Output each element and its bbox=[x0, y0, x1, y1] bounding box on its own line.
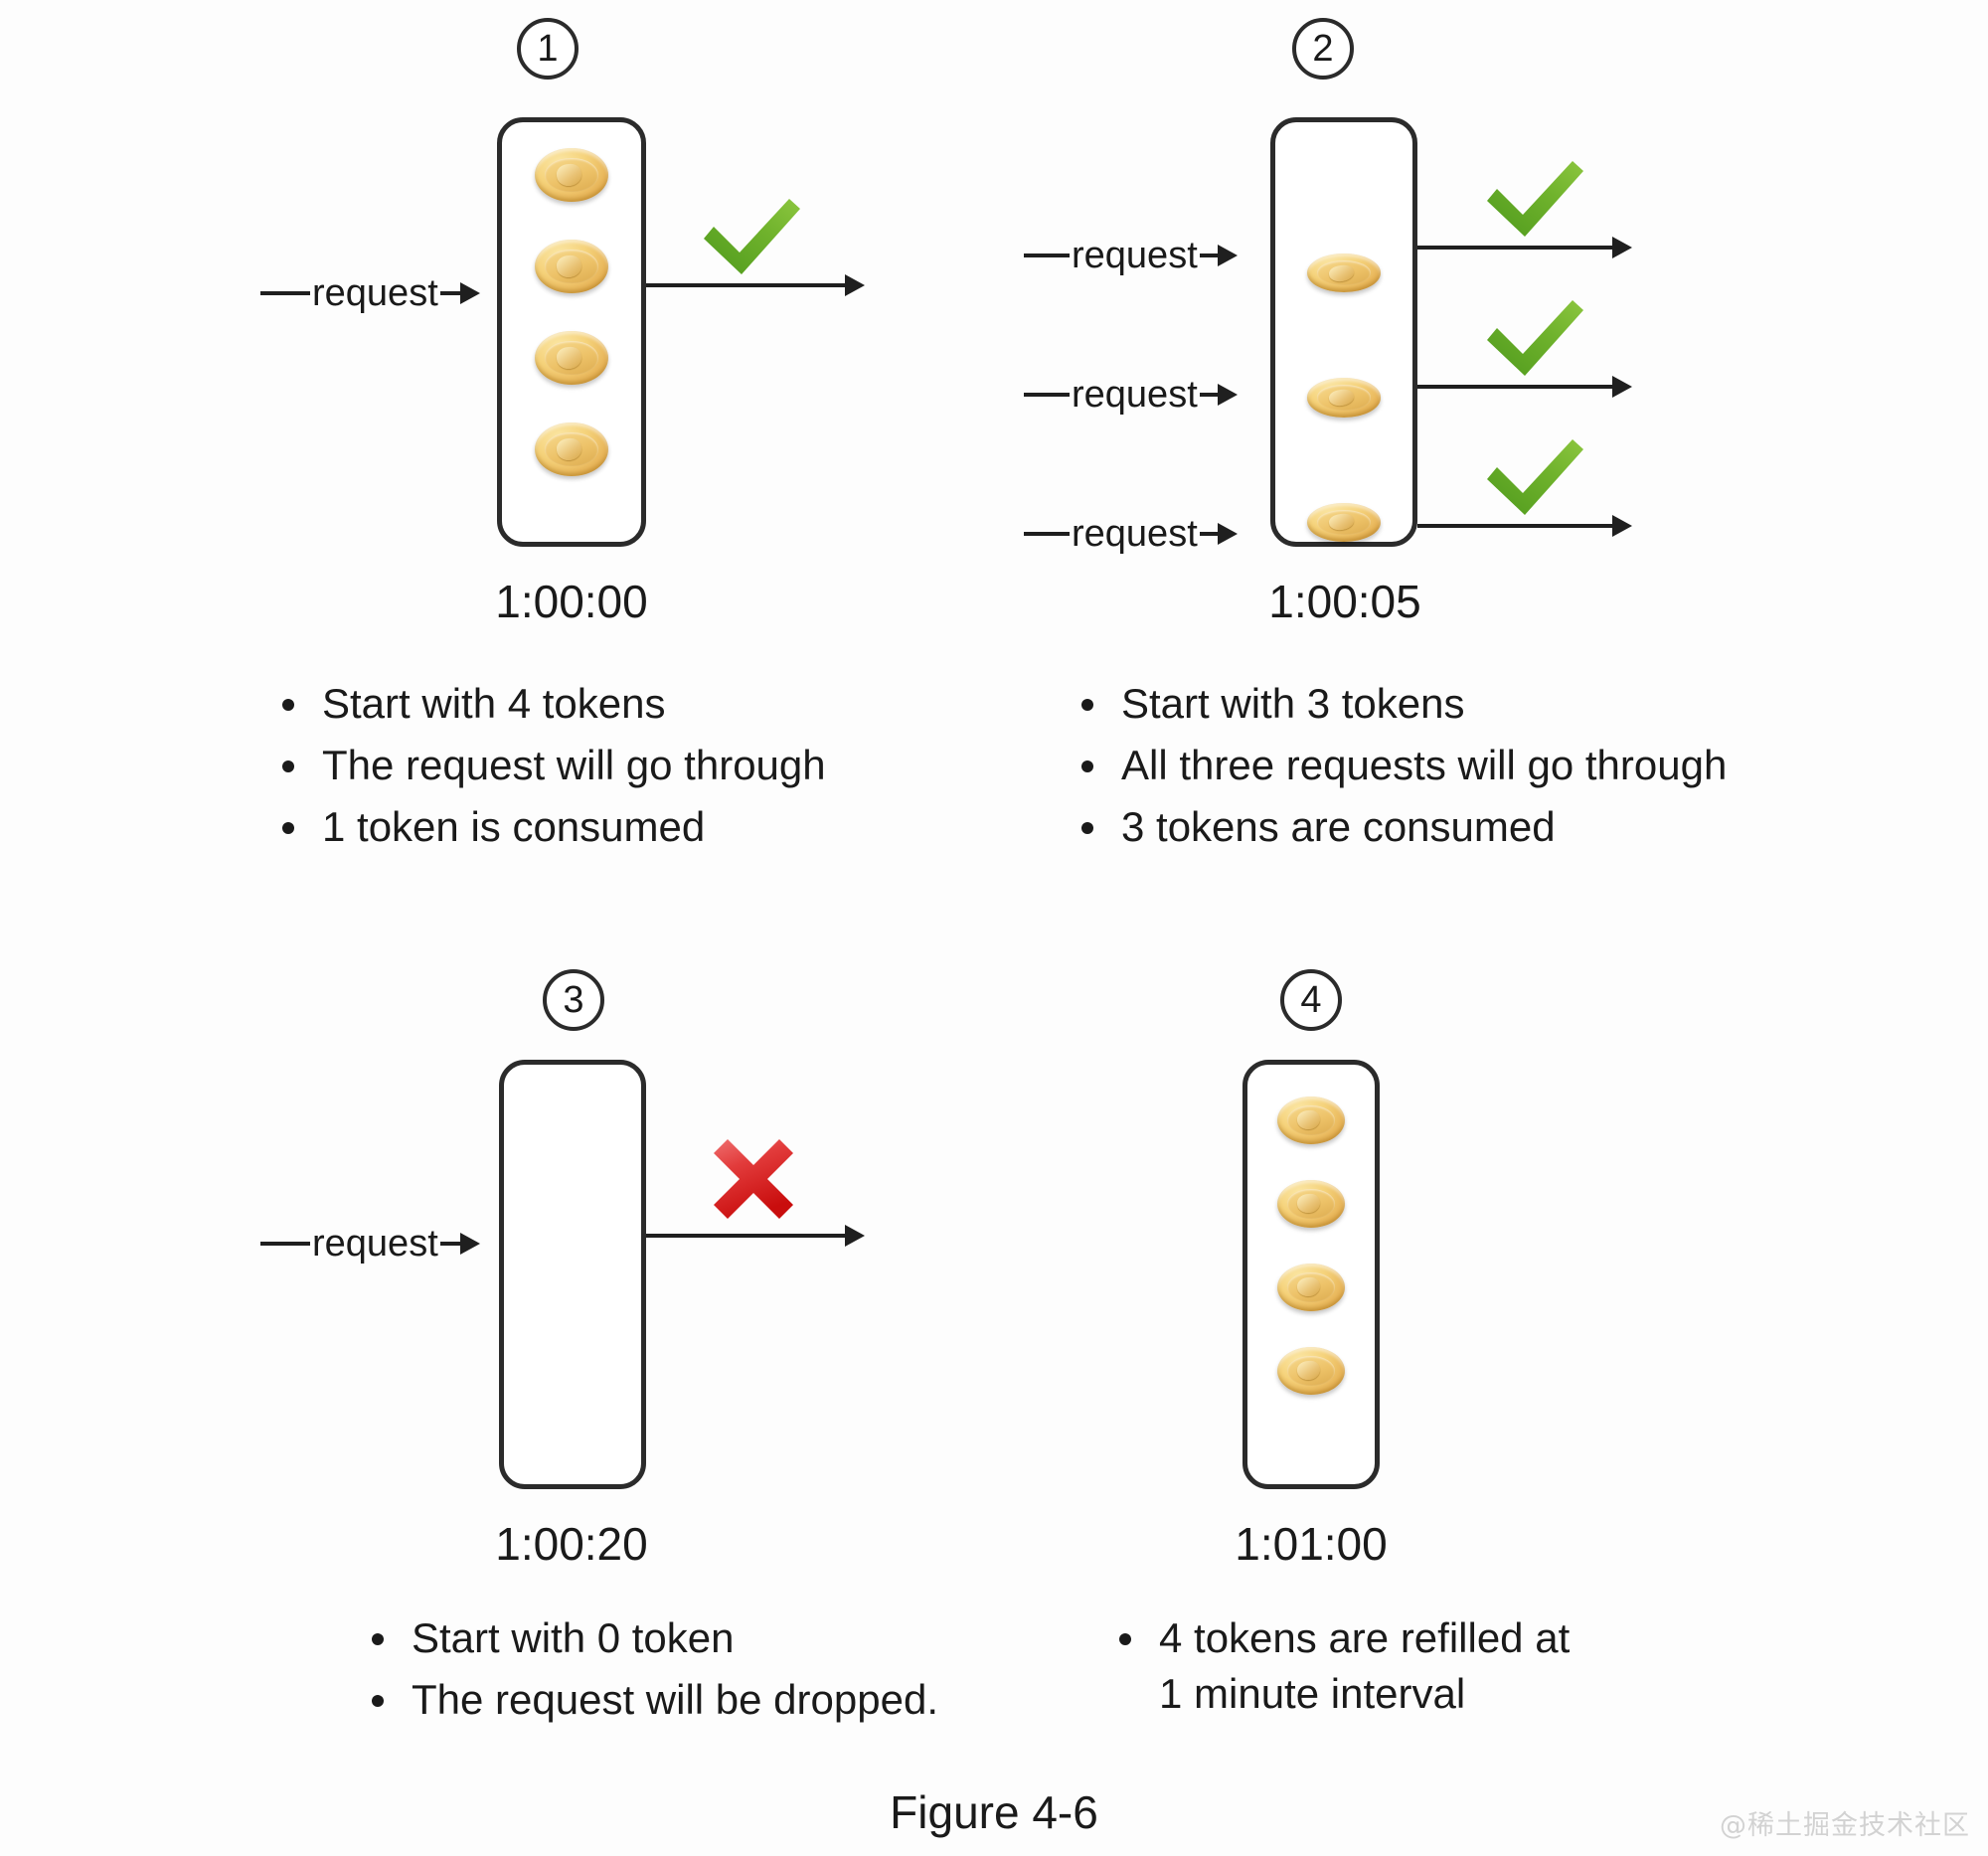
panel-2-check-1 bbox=[1481, 157, 1588, 241]
step-badge-number: 4 bbox=[1280, 969, 1342, 1031]
panel-3-bullets: Start with 0 token The request will be d… bbox=[366, 1610, 1081, 1734]
token-coin bbox=[535, 240, 608, 293]
token-coin bbox=[535, 148, 608, 202]
panel-1-bullets: Start with 4 tokens The request will go … bbox=[276, 676, 992, 861]
panel-2-step-badge: 2 bbox=[1292, 18, 1354, 80]
request-line bbox=[1024, 253, 1070, 257]
request-line bbox=[260, 291, 310, 295]
panel-3-step-badge: 3 bbox=[543, 969, 604, 1031]
arrow-head-icon bbox=[1217, 523, 1238, 545]
panel-1-step-badge: 1 bbox=[517, 18, 579, 80]
output-line bbox=[646, 1234, 845, 1238]
check-icon bbox=[1487, 300, 1583, 376]
panel-2-token-bucket bbox=[1270, 117, 1417, 547]
list-item: Start with 3 tokens bbox=[1076, 676, 1891, 732]
check-icon bbox=[1487, 161, 1583, 237]
panel-1-timestamp: 1:00:00 bbox=[495, 576, 648, 627]
arrow-head-icon bbox=[845, 274, 865, 296]
list-item: Start with 4 tokens bbox=[276, 676, 992, 732]
step-badge-number: 1 bbox=[517, 18, 579, 80]
panel-2-bullets: Start with 3 tokens All three requests w… bbox=[1076, 676, 1891, 861]
panel-4-timestamp: 1:01:00 bbox=[1235, 1518, 1388, 1570]
figure-caption: Figure 4-6 bbox=[890, 1786, 1098, 1838]
panel-2-output-2 bbox=[1417, 376, 1632, 398]
panel-1-request-1: request bbox=[260, 274, 499, 312]
token-coin bbox=[1307, 253, 1381, 293]
panel-2-timestamp: 1:00:05 bbox=[1268, 576, 1421, 627]
output-line bbox=[1417, 246, 1612, 250]
request-line bbox=[260, 1242, 310, 1246]
panel-2-check-3 bbox=[1481, 435, 1588, 519]
request-label: request bbox=[1072, 374, 1198, 416]
step-badge-number: 3 bbox=[543, 969, 604, 1031]
check-icon bbox=[704, 199, 800, 274]
arrow-head-icon bbox=[845, 1225, 865, 1247]
request-label: request bbox=[1072, 513, 1198, 555]
panel-2-check-2 bbox=[1481, 296, 1588, 380]
arrow-head-icon bbox=[1217, 384, 1238, 406]
panel-2-output-1 bbox=[1417, 237, 1632, 258]
request-line-tail bbox=[439, 291, 460, 295]
panel-3-timestamp: 1:00:20 bbox=[495, 1518, 648, 1570]
arrow-head-icon bbox=[1217, 245, 1238, 266]
output-line bbox=[1417, 524, 1612, 528]
cross-icon bbox=[714, 1139, 793, 1219]
panel-2-request-3: request bbox=[1024, 515, 1272, 553]
request-line-tail bbox=[1199, 393, 1218, 397]
request-line bbox=[1024, 532, 1070, 536]
panel-1-output-1 bbox=[646, 274, 865, 296]
token-coin bbox=[1277, 1097, 1345, 1144]
token-coin bbox=[1277, 1264, 1345, 1311]
panel-1-token-bucket bbox=[497, 117, 646, 547]
token-coin bbox=[1277, 1180, 1345, 1228]
panel-3-cross-1 bbox=[708, 1133, 799, 1225]
arrow-head-icon bbox=[1612, 237, 1632, 258]
panel-2-request-1: request bbox=[1024, 237, 1272, 274]
panel-2-output-3 bbox=[1417, 515, 1632, 537]
request-label: request bbox=[312, 272, 438, 314]
panel-3-request-1: request bbox=[260, 1225, 501, 1263]
token-coin bbox=[1307, 502, 1381, 542]
list-item: Start with 0 token bbox=[366, 1610, 1081, 1666]
step-badge-number: 2 bbox=[1292, 18, 1354, 80]
panel-4-token-bucket bbox=[1242, 1060, 1380, 1489]
request-line-tail bbox=[1199, 532, 1218, 536]
list-item: 4 tokens are refilled at 1 minute interv… bbox=[1113, 1610, 1809, 1722]
token-coin bbox=[1277, 1347, 1345, 1395]
output-line bbox=[1417, 385, 1612, 389]
request-label: request bbox=[1072, 235, 1198, 276]
panel-4-bullets: 4 tokens are refilled at 1 minute interv… bbox=[1113, 1610, 1809, 1728]
panel-4-step-badge: 4 bbox=[1280, 969, 1342, 1031]
token-coin bbox=[535, 331, 608, 385]
output-line bbox=[646, 283, 845, 287]
panel-2-request-2: request bbox=[1024, 376, 1272, 414]
list-item: All three requests will go through bbox=[1076, 738, 1891, 793]
arrow-head-icon bbox=[459, 282, 480, 304]
list-item: The request will be dropped. bbox=[366, 1672, 1081, 1728]
check-icon bbox=[1487, 439, 1583, 515]
list-item: 1 token is consumed bbox=[276, 799, 992, 855]
panel-1-check-1 bbox=[698, 195, 805, 278]
watermark: @稀土掘金技术社区 bbox=[1720, 1810, 1970, 1841]
panel-3-output-1 bbox=[646, 1225, 865, 1247]
list-item: The request will go through bbox=[276, 738, 992, 793]
token-coin bbox=[1307, 378, 1381, 418]
token-coin bbox=[535, 422, 608, 476]
request-line-tail bbox=[439, 1242, 460, 1246]
arrow-head-icon bbox=[1612, 515, 1632, 537]
request-line bbox=[1024, 393, 1070, 397]
list-item: 3 tokens are consumed bbox=[1076, 799, 1891, 855]
arrow-head-icon bbox=[1612, 376, 1632, 398]
request-line-tail bbox=[1199, 253, 1218, 257]
panel-3-token-bucket bbox=[499, 1060, 646, 1489]
request-label: request bbox=[312, 1223, 438, 1265]
arrow-head-icon bbox=[459, 1233, 480, 1255]
